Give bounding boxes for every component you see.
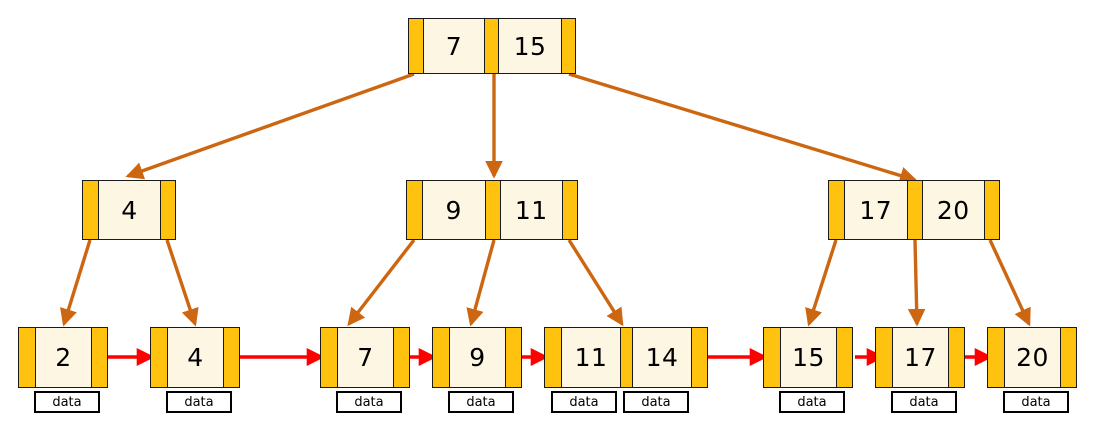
- leaf-4-key-0: 9: [449, 328, 505, 387]
- leaf-node-1[interactable]: 2: [18, 327, 108, 388]
- leaf-7-pointer-1[interactable]: [948, 328, 964, 387]
- edge-internal-right-to-leaf-7: [907, 239, 926, 327]
- leaf-node-3[interactable]: 7: [320, 327, 410, 388]
- leaf-7-pointer-0[interactable]: [876, 328, 892, 387]
- leaf-3-key-0: 7: [337, 328, 393, 387]
- leaf-6-data-box-0[interactable]: data: [779, 391, 845, 413]
- internal-right-pointer-2[interactable]: [984, 181, 999, 239]
- leaf-3-pointer-0[interactable]: [321, 328, 337, 387]
- leaf-6-pointer-1[interactable]: [836, 328, 852, 387]
- edge-root-to-internal-left: [125, 72, 415, 180]
- leaf-node-2[interactable]: 4: [150, 327, 240, 388]
- leaf-node-5[interactable]: 11 14: [544, 327, 708, 388]
- edge-internal-right-to-leaf-8: [988, 239, 1031, 327]
- internal-middle-pointer-1[interactable]: [484, 181, 500, 239]
- leaf-3-data-box-0[interactable]: data: [336, 391, 402, 413]
- internal-right-key-1: 20: [921, 181, 984, 239]
- edge-internal-left-to-leaf-2: [165, 239, 199, 327]
- internal-middle-pointer-0[interactable]: [407, 181, 422, 239]
- root-pointer-2[interactable]: [561, 19, 575, 73]
- leaf-2-data-box-0[interactable]: data: [166, 391, 232, 413]
- internal-right-pointer-0[interactable]: [829, 181, 844, 239]
- root-key-1: 15: [498, 19, 561, 73]
- internal-left-pointer-0[interactable]: [83, 181, 98, 239]
- leaf-6-pointer-0[interactable]: [764, 328, 780, 387]
- internal-node-right[interactable]: 17 20: [828, 180, 1000, 240]
- leaf-1-pointer-1[interactable]: [91, 328, 107, 387]
- root-pointer-1[interactable]: [484, 19, 498, 73]
- leaf-1-key-0: 2: [35, 328, 91, 387]
- leaf-5-key-1: 14: [632, 328, 691, 387]
- leaf-6-key-0: 15: [780, 328, 836, 387]
- leaf-node-4[interactable]: 9: [432, 327, 522, 388]
- edge-root-to-internal-right: [568, 72, 918, 185]
- leaf-1-data-box-0[interactable]: data: [34, 391, 100, 413]
- leaf-8-pointer-0[interactable]: [988, 328, 1004, 387]
- internal-left-pointer-1[interactable]: [160, 181, 175, 239]
- internal-right-key-0: 17: [844, 181, 907, 239]
- leaf-7-key-0: 17: [892, 328, 948, 387]
- leaf-5-data-box-1[interactable]: data: [623, 391, 689, 413]
- leaf-8-data-box-0[interactable]: data: [1003, 391, 1069, 413]
- leaf-2-pointer-1[interactable]: [223, 328, 239, 387]
- edge-internal-left-to-leaf-1: [59, 239, 92, 327]
- root-key-0: 7: [423, 19, 484, 73]
- leaf-2-key-0: 4: [167, 328, 223, 387]
- leaf-3-pointer-1[interactable]: [393, 328, 409, 387]
- leaf-7-data-box-0[interactable]: data: [891, 391, 957, 413]
- leaf-1-pointer-0[interactable]: [19, 328, 35, 387]
- internal-right-pointer-1[interactable]: [906, 181, 922, 239]
- edge-internal-middle-to-leaf-4: [466, 239, 496, 327]
- edge-internal-middle-to-leaf-3: [347, 238, 416, 327]
- leaf-5-data-box-0[interactable]: data: [551, 391, 617, 413]
- leaf-4-pointer-1[interactable]: [505, 328, 521, 387]
- root-node[interactable]: 7 15: [408, 18, 576, 74]
- edge-internal-middle-to-leaf-5: [567, 239, 624, 327]
- internal-middle-key-0: 9: [422, 181, 485, 239]
- internal-left-key-0: 4: [98, 181, 160, 239]
- leaf-node-6[interactable]: 15: [763, 327, 853, 388]
- internal-middle-pointer-2[interactable]: [562, 181, 577, 239]
- leaf-5-pointer-0[interactable]: [545, 328, 561, 387]
- internal-node-left[interactable]: 4: [82, 180, 176, 240]
- leaf-8-key-0: 20: [1004, 328, 1060, 387]
- leaf-5-pointer-1[interactable]: [620, 328, 632, 387]
- leaf-4-data-box-0[interactable]: data: [448, 391, 514, 413]
- leaf-5-pointer-2[interactable]: [691, 328, 707, 387]
- leaf-5-key-0: 11: [561, 328, 620, 387]
- leaf-2-pointer-0[interactable]: [151, 328, 167, 387]
- leaf-4-pointer-0[interactable]: [433, 328, 449, 387]
- internal-middle-key-1: 11: [499, 181, 562, 239]
- leaf-8-pointer-1[interactable]: [1060, 328, 1076, 387]
- leaf-node-8[interactable]: 20: [987, 327, 1077, 388]
- internal-node-middle[interactable]: 9 11: [406, 180, 578, 240]
- root-pointer-0[interactable]: [409, 19, 423, 73]
- edge-internal-right-to-leaf-6: [805, 239, 838, 327]
- leaf-node-7[interactable]: 17: [875, 327, 965, 388]
